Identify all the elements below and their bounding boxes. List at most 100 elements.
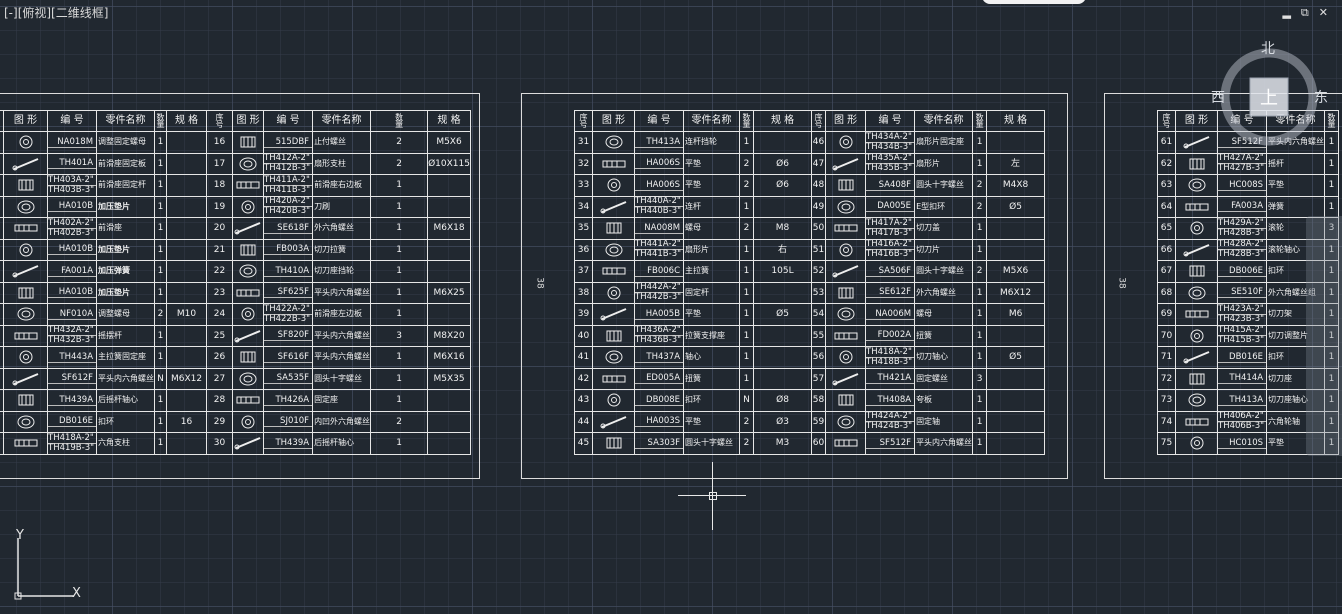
cell-code: SJ010F bbox=[263, 410, 314, 433]
table-row[interactable]: 7FA001A加压弹簧122TH410A切刀座挡轮1 bbox=[0, 260, 516, 283]
cell-seq: 51 bbox=[811, 238, 827, 261]
part-shape-icon bbox=[1175, 432, 1218, 455]
table-row[interactable]: 3TH403A-2"TH403B-3"前滑座固定杆118TH411A-2"TH4… bbox=[0, 174, 516, 197]
cell-qty: 1 bbox=[739, 346, 755, 369]
cell-seq: 72 bbox=[1157, 367, 1176, 390]
cell-code: SA303F bbox=[633, 432, 685, 455]
cell-code: DB016E bbox=[1216, 346, 1268, 369]
cell-code: NA006M bbox=[865, 303, 916, 326]
cell-name: 固定轴 bbox=[914, 410, 974, 433]
navigation-bar[interactable] bbox=[1306, 216, 1342, 456]
cell-name: 圆头十字螺丝 bbox=[914, 174, 974, 197]
cell-name: 扇形片 bbox=[914, 152, 974, 175]
table-row[interactable]: 8HA010B加压垫片123SF625F平头内六角螺丝1M6X25 bbox=[0, 281, 516, 304]
cell-qty: 1 bbox=[154, 195, 168, 218]
cell-name: 切刀盖 bbox=[914, 217, 974, 240]
compass-north[interactable]: 北 bbox=[1261, 41, 1275, 57]
cell-code: TH418A-2"TH418B-3" bbox=[865, 346, 916, 369]
table-row[interactable]: 6HA010B加压垫片121FB003A切刀拉簧1 bbox=[0, 238, 516, 261]
cell-qty: 1 bbox=[154, 281, 168, 304]
table-row[interactable]: 13TH439A后摇杆轴心128TH426A固定座1 bbox=[0, 389, 516, 412]
viewport-label[interactable]: [-][俯视][二维线框] bbox=[4, 6, 109, 20]
cell-spec: M6X12 bbox=[166, 367, 208, 390]
table-row[interactable]: 9NF010A调整螺母2M1024TH422A-2"TH422B-3"前滑座左边… bbox=[0, 303, 516, 326]
cell-code: TH439A bbox=[46, 389, 98, 412]
cell-seq: 68 bbox=[1157, 281, 1176, 304]
cell-code: TH403A-2"TH403B-3" bbox=[46, 174, 98, 197]
part-shape-icon bbox=[592, 432, 635, 455]
cell-spec: Ø5 bbox=[986, 346, 1046, 369]
cell-seq: 16 bbox=[206, 131, 234, 154]
top-search-pill[interactable] bbox=[982, 0, 1086, 4]
cell-spec: M6X25 bbox=[427, 281, 471, 304]
cell-spec bbox=[753, 346, 813, 369]
cell-qty: 2 bbox=[739, 174, 755, 197]
header-seq: 序号 bbox=[1157, 110, 1176, 132]
cell-code: TH426A bbox=[263, 389, 314, 412]
cell-code: TH424A-2"TH424B-3" bbox=[865, 410, 916, 433]
cell-name: 弹簧 bbox=[1266, 195, 1326, 218]
part-shape-icon bbox=[825, 217, 867, 240]
table-row[interactable]: 12SF612F平头内六角螺丝NM6X1227SA535F圆头十字螺丝1M5X3… bbox=[0, 367, 516, 390]
table-row[interactable]: 1NA018M调整固定螺母116515DBF止付螺丝2M5X6 bbox=[0, 131, 516, 154]
header-qty: 数量 bbox=[370, 110, 429, 132]
cell-qty: 3 bbox=[972, 367, 988, 390]
table-row[interactable]: 2TH401A前滑座固定板117TH412A-2"TH412B-3"扇形支柱2Ø… bbox=[0, 152, 516, 175]
cell-code: TH428A-2"TH428B-3" bbox=[1216, 238, 1268, 261]
cell-spec bbox=[753, 131, 813, 154]
compass-west[interactable]: 西 bbox=[1211, 90, 1225, 106]
header-name: 零件名称 bbox=[914, 110, 974, 132]
minimize-icon[interactable]: ▂ bbox=[1282, 6, 1291, 19]
restore-icon[interactable]: ⧉ bbox=[1300, 6, 1309, 19]
table-row[interactable]: 4HA010B加压垫片119TH420A-2"TH420B-3"刀刷1 bbox=[0, 195, 516, 218]
cell-code: SF512F bbox=[1216, 131, 1268, 154]
viewcube-top-face[interactable]: 上 bbox=[1260, 88, 1278, 109]
part-shape-icon bbox=[3, 389, 48, 412]
cell-qty: 1 bbox=[370, 346, 429, 369]
cell-qty: 1 bbox=[739, 367, 755, 390]
compass-east[interactable]: 东 bbox=[1314, 90, 1328, 106]
cell-seq: 64 bbox=[1157, 195, 1176, 218]
cell-code: SE612F bbox=[865, 281, 916, 304]
cell-spec: M4X8 bbox=[986, 174, 1046, 197]
part-shape-icon bbox=[1175, 195, 1218, 218]
table-row[interactable]: 5TH402A-2"TH402B-3"前滑座120SE618F外六角螺丝1M6X… bbox=[0, 217, 516, 240]
table-row[interactable]: 14DB016E扣环11629SJ010F内凹外六角螺丝2 bbox=[0, 410, 516, 433]
close-icon[interactable]: ✕ bbox=[1318, 6, 1328, 19]
table-row[interactable]: 10TH432A-2"TH432B-3"摇摆杆125SF820F平头内六角螺丝3… bbox=[0, 324, 516, 347]
cell-code: TH440A-2"TH440B-3" bbox=[633, 195, 685, 218]
cell-code: TH417A-2"TH417B-3" bbox=[865, 217, 916, 240]
viewcube-compass[interactable]: 北 西 东 上 bbox=[1211, 41, 1328, 152]
cell-qty: 1 bbox=[154, 324, 168, 347]
table-row[interactable]: 11TH443A主拉簧固定座126SF616F平头内六角螺丝1M6X16 bbox=[0, 346, 516, 369]
